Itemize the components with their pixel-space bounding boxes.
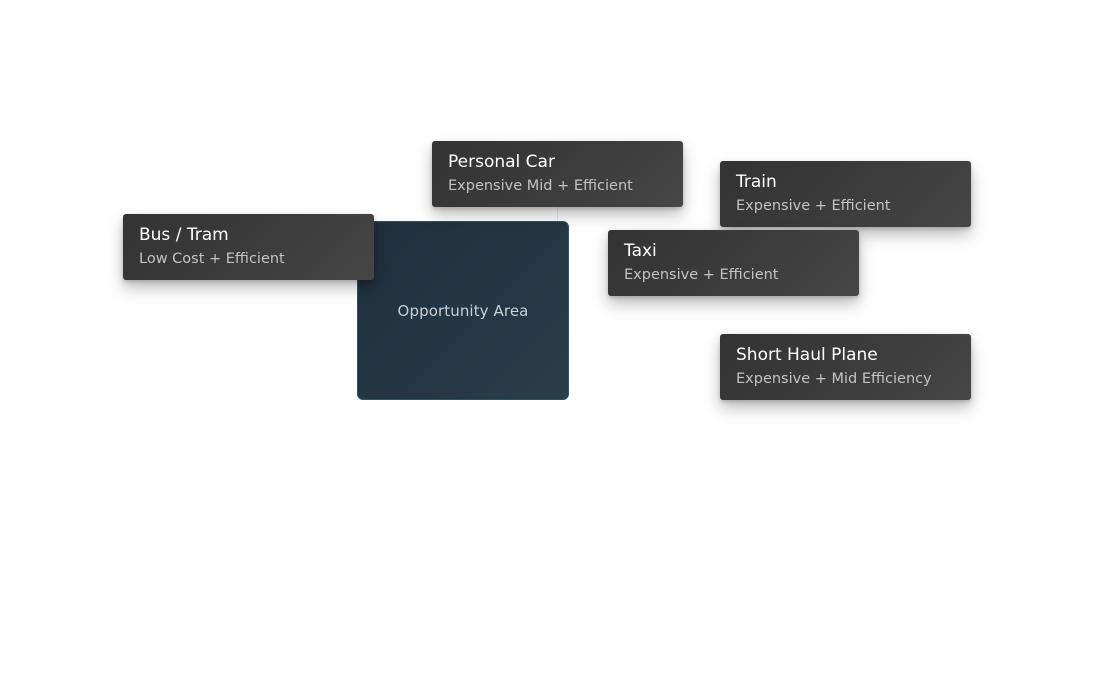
- card-subtitle: Low Cost + Efficient: [139, 251, 285, 267]
- card-title: Personal Car: [448, 152, 555, 172]
- card-title: Taxi: [624, 241, 657, 261]
- card-subtitle: Expensive + Efficient: [736, 198, 891, 214]
- card-title: Short Haul Plane: [736, 345, 878, 365]
- card-subtitle: Expensive Mid + Efficient: [448, 178, 633, 194]
- card-title: Train: [736, 172, 777, 192]
- opportunity-area[interactable]: Opportunity Area: [357, 221, 569, 400]
- opportunity-area-label: Opportunity Area: [397, 301, 529, 320]
- card-bus-tram[interactable]: Bus / Tram Low Cost + Efficient: [123, 214, 374, 280]
- card-taxi[interactable]: Taxi Expensive + Efficient: [608, 230, 859, 296]
- card-train[interactable]: Train Expensive + Efficient: [720, 161, 971, 227]
- card-subtitle: Expensive + Mid Efficiency: [736, 371, 932, 387]
- card-short-haul-plane[interactable]: Short Haul Plane Expensive + Mid Efficie…: [720, 334, 971, 400]
- card-title: Bus / Tram: [139, 225, 229, 245]
- card-subtitle: Expensive + Efficient: [624, 267, 779, 283]
- card-personal-car[interactable]: Personal Car Expensive Mid + Efficient: [432, 141, 683, 207]
- connector-line: [557, 207, 558, 222]
